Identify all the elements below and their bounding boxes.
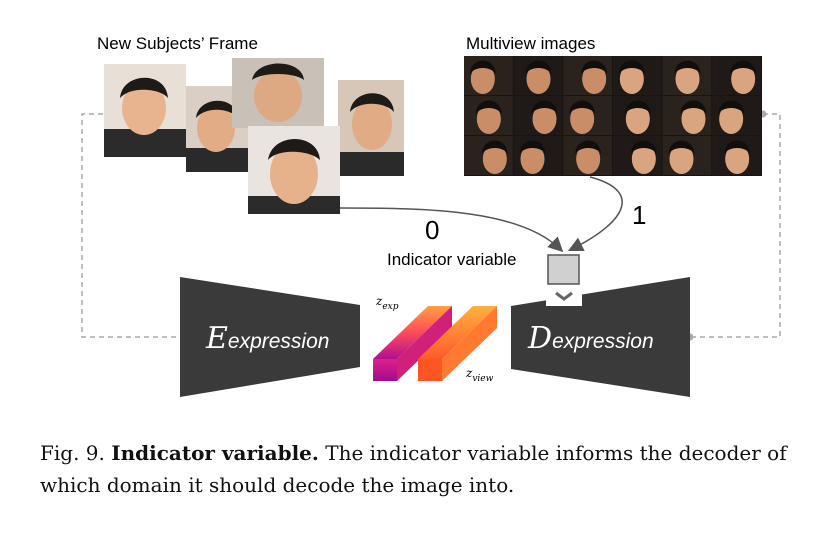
multiview-face-cell [563, 136, 612, 175]
multiview-face-cell [613, 96, 662, 135]
arrow-from-new-subjects [339, 207, 564, 253]
multiview-face-cell [464, 96, 513, 135]
multiview-face-cell [513, 136, 563, 175]
multiview-face-cell [662, 96, 712, 135]
multiview-face-cell [712, 136, 761, 175]
chevron-down-icon [555, 291, 573, 301]
new-subjects-label: New Subjects’ Frame [97, 34, 258, 53]
figure-caption: Fig. 9. Indicator variable. The indicato… [40, 437, 820, 501]
arrow-from-multiview [567, 176, 623, 252]
z-exp-label: zexp [376, 294, 399, 313]
multiview-face-cell [563, 96, 612, 135]
architecture-diagram [81, 56, 781, 397]
new-subjects-photos [104, 58, 404, 214]
face-photo [232, 58, 324, 128]
encoder-block [180, 277, 360, 397]
multiview-face-cell [464, 56, 513, 95]
decoder-label: Dexpression [528, 321, 654, 356]
indicator-variable-label: Indicator variable [387, 250, 517, 269]
multiview-face-cell [712, 96, 761, 135]
multiview-face-cell [513, 56, 563, 95]
decoder-block [511, 277, 690, 397]
z-exp-bar [373, 306, 452, 381]
dashed-loop-right [690, 113, 781, 338]
multiview-face-cell [563, 56, 612, 95]
caption-text: The indicator variable informs the decod… [40, 441, 787, 497]
face-photo [338, 80, 404, 176]
multiview-face-cell [662, 136, 712, 175]
caption-fig-number: Fig. 9. [40, 441, 105, 465]
z-view-label: zview [466, 366, 494, 385]
multiview-face-cell [613, 136, 662, 175]
dashed-loop-left [81, 113, 180, 338]
indicator-value-one: 1 [632, 200, 647, 230]
indicator-box [547, 254, 580, 285]
indicator-slot [546, 286, 582, 306]
multiview-face-cell [464, 136, 513, 175]
face-photo [104, 64, 186, 157]
multiview-face-cell [712, 56, 761, 95]
z-view-bar [418, 306, 497, 381]
multiview-face-cell [662, 56, 712, 95]
indicator-value-zero: 0 [425, 215, 440, 245]
face-photo [248, 126, 340, 214]
multiview-photos [464, 56, 762, 176]
encoder-label: Eexpression [206, 321, 330, 356]
multiview-label: Multiview images [466, 34, 596, 53]
caption-title: Indicator variable. [111, 441, 319, 465]
multiview-face-cell [513, 96, 563, 135]
face-photo [186, 86, 250, 172]
multiview-face-cell [613, 56, 662, 95]
